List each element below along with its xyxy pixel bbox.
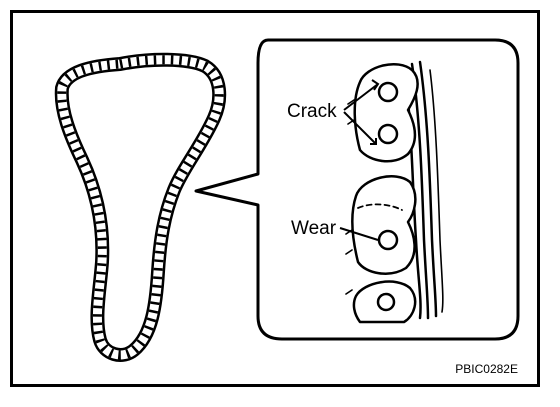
wear-leader bbox=[339, 227, 379, 241]
figure-frame bbox=[10, 10, 540, 387]
detail-callout bbox=[194, 38, 520, 341]
chain-link-detail-icon bbox=[345, 60, 444, 324]
wear-callout: Wear bbox=[291, 218, 379, 241]
crack-callout: Crack bbox=[287, 79, 380, 145]
crack-leader-lower bbox=[343, 111, 377, 145]
wear-label: Wear bbox=[291, 218, 337, 239]
timing-chain-icon bbox=[54, 52, 227, 362]
crack-leader-upper bbox=[343, 83, 379, 111]
figure-code: PBIC0282E bbox=[455, 362, 518, 376]
crack-label: Crack bbox=[287, 101, 337, 122]
